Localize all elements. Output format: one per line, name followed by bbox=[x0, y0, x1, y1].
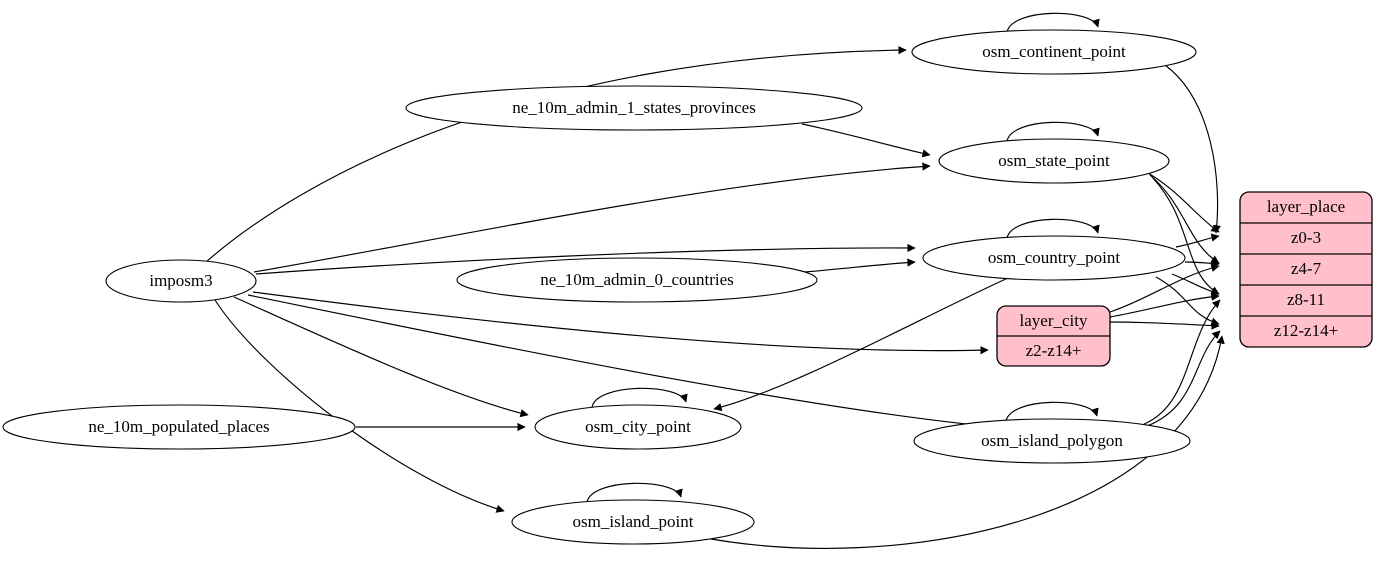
edge-ne_10m_admin_1_states_provinces-to-osm_state_point bbox=[801, 123, 931, 158]
edge-selfloop-osm_island_polygon bbox=[1005, 401, 1099, 422]
edge-layer bbox=[205, 12, 1225, 549]
edge-layer_city-to-layer_place-z8-11 bbox=[1109, 292, 1220, 318]
node-label: imposm3 bbox=[149, 271, 212, 290]
node-ne_10m_admin_0_countries[interactable]: ne_10m_admin_0_countries bbox=[456, 257, 818, 303]
record-header-label: layer_city bbox=[1020, 311, 1088, 330]
record-layer_place[interactable]: layer_place z0-3 z4-7 z8-11 z12-z14+ bbox=[1239, 191, 1373, 348]
edge-osm_country_point-to-layer_place-z8-11 bbox=[1171, 273, 1220, 296]
node-imposm3[interactable]: imposm3 bbox=[105, 259, 257, 303]
node-osm_island_point[interactable]: osm_island_point bbox=[511, 499, 755, 545]
node-label: osm_island_polygon bbox=[981, 431, 1123, 450]
node-label: osm_state_point bbox=[998, 151, 1110, 170]
node-ne_10m_admin_1_states_provinces[interactable]: ne_10m_admin_1_states_provinces bbox=[405, 85, 863, 131]
node-osm_city_point[interactable]: osm_city_point bbox=[534, 404, 742, 450]
edge-osm_island_polygon-to-layer_place-z8-11 bbox=[1143, 299, 1221, 425]
edge-osm_country_point-to-osm_city_point bbox=[713, 277, 1009, 412]
node-ne_10m_populated_places[interactable]: ne_10m_populated_places bbox=[2, 404, 356, 450]
edge-osm_continent_point-to-layer_place-z0-3 bbox=[1164, 64, 1221, 234]
node-osm_state_point[interactable]: osm_state_point bbox=[938, 138, 1170, 184]
node-osm_country_point[interactable]: osm_country_point bbox=[922, 235, 1186, 281]
node-osm_island_polygon[interactable]: osm_island_polygon bbox=[913, 418, 1191, 464]
edge-layer_city-to-layer_place-z4-7 bbox=[1109, 263, 1220, 313]
edge-osm_country_point-to-layer_place-z12-z14+ bbox=[1155, 276, 1220, 326]
node-label: osm_country_point bbox=[988, 248, 1120, 267]
edge-imposm3-to-layer_city bbox=[252, 291, 989, 355]
edge-osm_state_point-to-layer_place-z8-11 bbox=[1151, 176, 1220, 295]
edge-selfloop-osm_continent_point bbox=[1006, 12, 1100, 33]
record-layer: layer_city z2-z14+ layer_place z0-3 z4-7… bbox=[996, 191, 1373, 367]
record-row-z2-z14: z2-z14+ bbox=[1026, 341, 1082, 360]
edge-osm_country_point-to-layer_place-z0-3 bbox=[1175, 233, 1220, 248]
record-header-label: layer_place bbox=[1267, 197, 1345, 216]
edge-imposm3-to-osm_state_point bbox=[253, 162, 931, 273]
edge-layer_city-to-layer_place-z12-z14+ bbox=[1109, 321, 1220, 330]
edge-selfloop-osm_state_point bbox=[1006, 121, 1100, 142]
edge-imposm3-to-osm_continent_point bbox=[205, 45, 907, 263]
edge-imposm3-to-osm_island_point bbox=[214, 299, 505, 513]
edge-osm_state_point-to-layer_place-z0-3 bbox=[1147, 172, 1220, 233]
node-label: osm_continent_point bbox=[982, 42, 1126, 61]
node-label: ne_10m_admin_0_countries bbox=[540, 270, 734, 289]
edge-selfloop-osm_country_point bbox=[1006, 218, 1100, 239]
node-label: osm_city_point bbox=[585, 417, 691, 436]
record-row-z0-3: z0-3 bbox=[1291, 228, 1321, 247]
record-row-z8-11: z8-11 bbox=[1287, 290, 1325, 309]
record-row-z12-z14: z12-z14+ bbox=[1274, 321, 1338, 340]
node-layer: imposm3 ne_10m_populated_places ne_10m_a… bbox=[2, 29, 1197, 545]
node-label: ne_10m_admin_1_states_provinces bbox=[512, 98, 756, 117]
record-row-z4-7: z4-7 bbox=[1291, 259, 1322, 278]
edge-ne_10m_admin_0_countries-to-osm_country_point bbox=[804, 258, 916, 273]
edge-osm_island_point-to-layer_place-z12-z14+ bbox=[699, 335, 1225, 549]
edge-osm_country_point-to-layer_place-z4-7 bbox=[1184, 259, 1220, 268]
edge-imposm3-to-osm_island_polygon bbox=[247, 294, 997, 431]
node-label: osm_island_point bbox=[573, 512, 694, 531]
edge-osm_island_polygon-to-layer_place-z12-z14+ bbox=[1146, 330, 1221, 427]
node-label: ne_10m_populated_places bbox=[88, 417, 269, 436]
edge-selfloop-osm_city_point bbox=[591, 387, 688, 408]
edge-imposm3-to-osm_city_point bbox=[233, 296, 529, 418]
record-layer_city[interactable]: layer_city z2-z14+ bbox=[996, 305, 1111, 367]
edge-selfloop-osm_island_point bbox=[586, 482, 683, 503]
node-osm_continent_point[interactable]: osm_continent_point bbox=[911, 29, 1197, 75]
edge-imposm3-to-osm_country_point bbox=[255, 243, 916, 275]
edge-osm_state_point-to-layer_place-z4-7 bbox=[1149, 174, 1220, 264]
